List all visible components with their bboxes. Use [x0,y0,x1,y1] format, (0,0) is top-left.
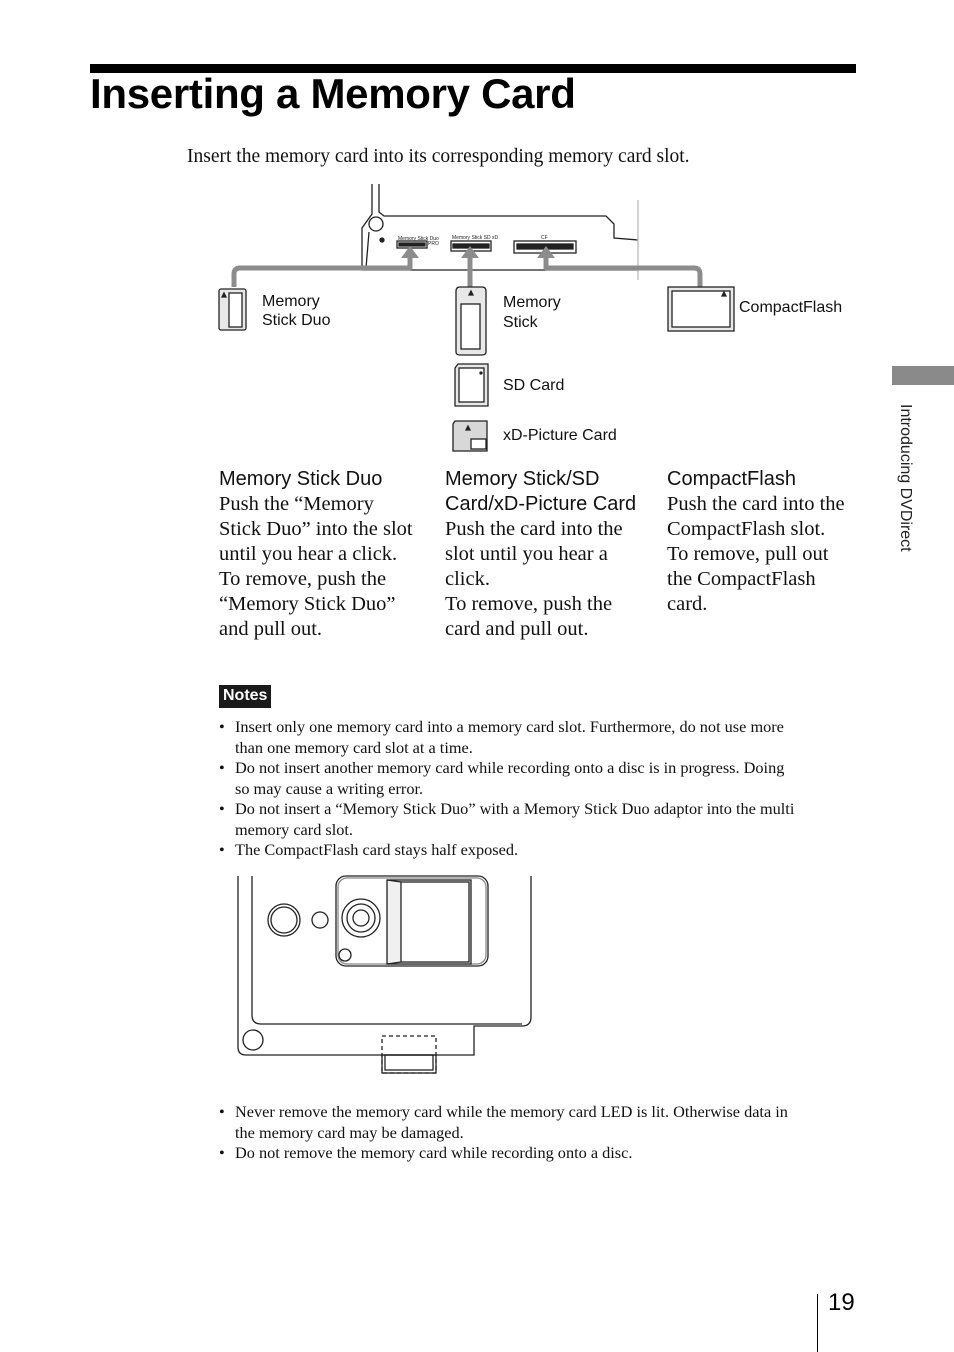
column-heading: Memory Stick Duo [219,468,383,490]
section-tab-label: Introducing DVDirect [897,404,914,552]
bullet-icon: • [219,840,225,859]
column-memory-stick-sd-xd: Memory Stick/SD Card/xD-Picture Card Pus… [445,467,660,642]
label-memory-stick-line2: Stick [503,314,539,331]
column-line: card. [667,593,708,615]
slot-label-pro: PRO [428,241,439,247]
column-heading: CompactFlash [667,468,796,490]
dial-icon [341,898,381,938]
compactflash-exposed-diagram [237,875,532,1074]
slot-label-cf: CF [541,235,548,241]
column-line: Push the card into the [445,518,623,540]
sd-card-icon [454,363,489,407]
device-body-outline [361,184,638,271]
bullet-icon: • [219,799,225,818]
column-line: Push the “Memory [219,493,374,515]
list-item: •Insert only one memory card into a memo… [219,717,784,757]
column-line: card and pull out. [445,618,589,640]
label-memory-stick-duo-line1: Memory [262,293,320,310]
notes-badge: Notes [219,685,272,708]
compactflash-card-icon [667,286,735,332]
column-line: To remove, push the [445,593,613,615]
power-button-icon [267,903,301,937]
column-line: Stick Duo” into the slot [219,518,413,540]
column-line: click. [445,568,490,590]
column-line: slot until you hear a [445,543,608,565]
title-rule [90,64,856,73]
list-item: •Do not insert another memory card while… [219,758,785,798]
arrow-up-icon [537,246,555,258]
list-item: •Do not remove the memory card while rec… [219,1143,633,1162]
xd-card-icon [452,420,488,452]
column-line: the CompactFlash [667,568,816,590]
label-memory-stick-duo-line2: Stick Duo [262,312,331,329]
slot-label-ms-sd-xd: Memory Stick SD xD [452,235,499,241]
foot-icon [242,1029,264,1051]
label-compactflash: CompactFlash [739,299,842,316]
page-title: Inserting a Memory Card [90,70,576,117]
device-panel-outline [378,184,639,241]
label-sd-card: SD Card [503,377,564,394]
led-icon [311,911,329,929]
bullet-icon: • [219,1143,225,1162]
notes-list: •Insert only one memory card into a memo… [219,717,859,861]
section-tab [892,366,954,385]
column-line: until you hear a click. [219,543,398,565]
arrow-up-icon [461,246,479,258]
column-line: Push the card into the [667,493,845,515]
page-number: 19 [828,1289,855,1316]
list-item: •Never remove the memory card while the … [219,1102,788,1142]
guide-path-ms-duo [231,255,413,287]
notes-list-after: •Never remove the memory card while the … [219,1102,859,1164]
arrow-up-icon [401,246,419,258]
column-compactflash: CompactFlash Push the card into the Comp… [667,467,882,617]
device-outline [237,876,532,1056]
memory-stick-duo-card-icon [218,288,247,331]
memory-stick-card-icon [455,286,487,356]
intro-text: Insert the memory card into its correspo… [187,146,690,167]
list-item: •The CompactFlash card stays half expose… [219,840,519,859]
led-icon [379,237,385,243]
slot-panel [335,875,489,967]
card-slot-diagram: Memory Stick Duo PRO Memory Stick SD xD … [218,184,842,452]
column-memory-stick-duo: Memory Stick Duo Push the “Memory Stick … [219,467,434,642]
column-line: “Memory Stick Duo” [219,593,396,615]
slot-label-ms-duo: Memory Stick Duo [398,236,439,242]
column-line: CompactFlash slot. [667,518,826,540]
column-line: To remove, pull out [667,543,829,565]
page-number-rule [817,1294,818,1352]
column-heading: Memory Stick/SD [445,468,600,490]
bullet-icon: • [219,717,225,736]
column-heading: Card/xD-Picture Card [445,493,637,515]
guide-path-cf [543,255,703,287]
list-item: •Do not insert a “Memory Stick Duo” with… [219,799,795,839]
column-line: and pull out. [219,618,323,640]
bullet-icon: • [219,758,225,777]
label-memory-stick-line1: Memory [503,294,561,311]
bullet-icon: • [219,1102,225,1121]
ms-duo-slot [396,240,428,249]
device-button-icon [368,216,384,232]
label-xd-card: xD-Picture Card [503,427,617,444]
column-line: To remove, push the [219,568,387,590]
